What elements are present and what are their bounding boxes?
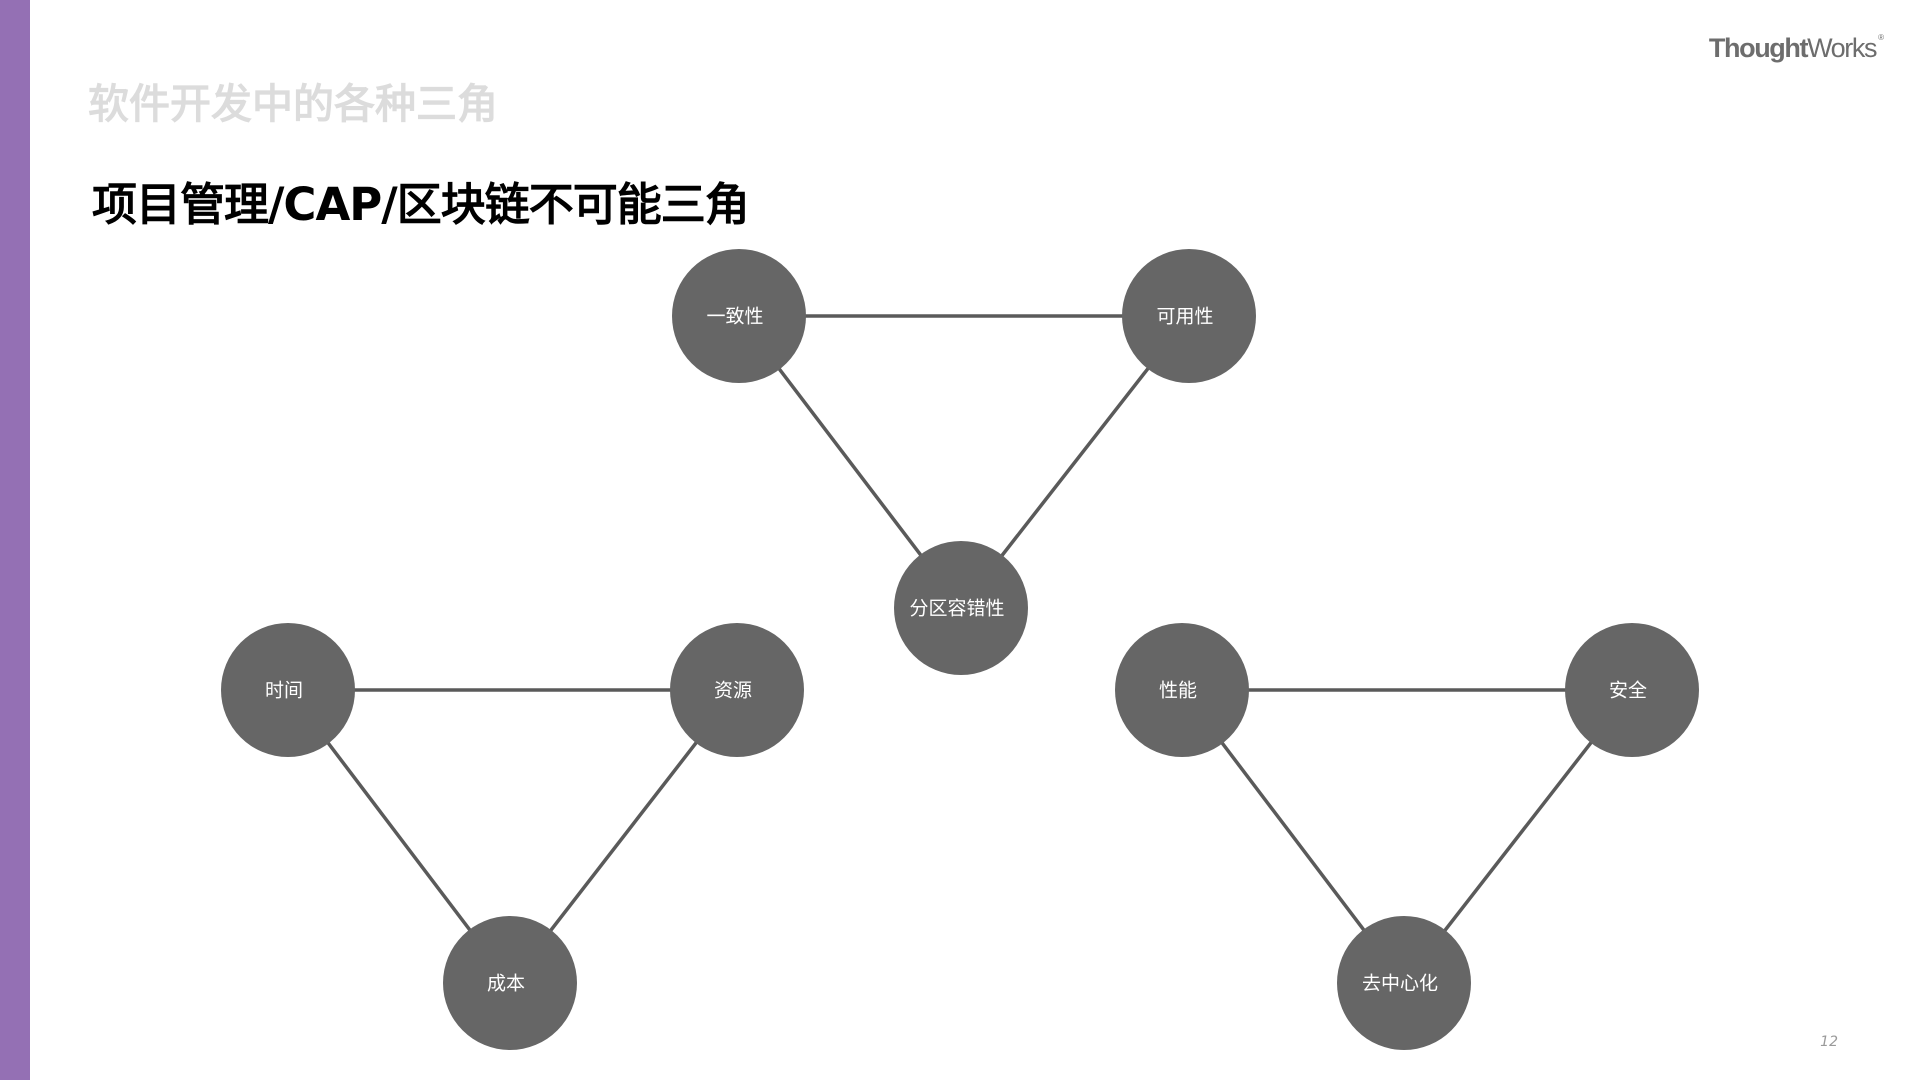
node-cost: 成本 (443, 916, 577, 1050)
node-circle (1565, 623, 1699, 757)
node-label: 资源 (714, 680, 752, 702)
section-title: 软件开发中的各种三角 (88, 80, 498, 128)
node-circle (670, 623, 804, 757)
node-availability: 可用性 (1122, 249, 1256, 383)
node-label: 去中心化 (1362, 973, 1438, 995)
node-time: 时间 (221, 623, 355, 757)
node-partition-tolerance: 分区容错性 (894, 541, 1028, 675)
node-label: 安全 (1609, 680, 1647, 702)
node-label: 性能 (1159, 680, 1197, 702)
node-circle (672, 249, 806, 383)
logo-text-bold: Thought (1708, 33, 1809, 63)
node-circle (1337, 916, 1471, 1050)
node-circle (1122, 249, 1256, 383)
node-circle (443, 916, 577, 1050)
node-circle (894, 541, 1028, 675)
node-label: 一致性 (706, 306, 763, 328)
slide-title: 项目管理/CAP/区块链不可能三角 (92, 178, 750, 231)
node-circle (1115, 623, 1249, 757)
node-label: 分区容错性 (909, 598, 1004, 620)
node-security: 安全 (1565, 623, 1699, 757)
node-label: 成本 (487, 973, 525, 995)
node-label: 可用性 (1156, 306, 1213, 328)
node-label: 时间 (265, 680, 303, 702)
accent-bar (0, 0, 30, 1080)
node-consistency: 一致性 (672, 249, 806, 383)
node-performance: 性能 (1115, 623, 1249, 757)
page-number: 12 (1820, 1034, 1838, 1050)
logo-registered-mark: ® (1878, 33, 1884, 42)
node-circle (221, 623, 355, 757)
node-decentralization: 去中心化 (1337, 916, 1471, 1050)
node-resources: 资源 (670, 623, 804, 757)
logo-text-regular: Works (1807, 33, 1877, 63)
thoughtworks-logo: ThoughtWorks® (1709, 33, 1884, 64)
